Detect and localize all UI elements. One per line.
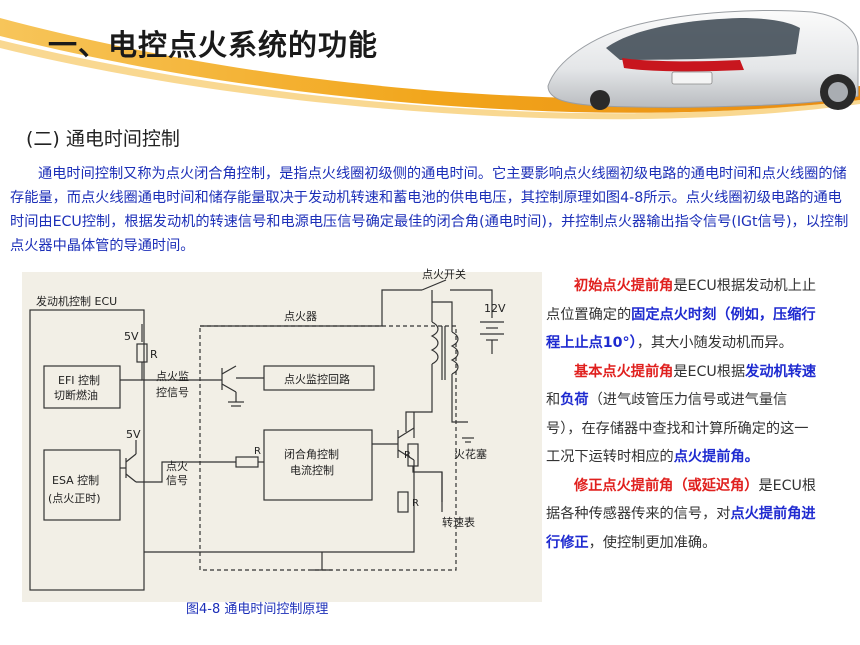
- ignition-signal-line2: 信号: [166, 474, 188, 487]
- switch-label: 点火开关: [422, 267, 466, 281]
- p2-and: 和: [546, 392, 560, 408]
- tachometer-label: 转速表: [442, 515, 475, 529]
- efi-line2: 切断燃油: [54, 388, 98, 402]
- r-label: R: [150, 348, 158, 361]
- dwell-line1: 闭合角控制: [284, 447, 339, 461]
- page-title: 一、电控点火系统的功能: [48, 22, 378, 64]
- section-subtitle: (二) 通电时间控制: [26, 124, 180, 151]
- esa-line1: ESA 控制: [52, 473, 99, 487]
- side-paragraph-3: 修正点火提前角（或延迟角）是ECU根据各种传感器传来的信号，对点火提前角进行修正…: [546, 472, 818, 558]
- header-decoration: [0, 0, 860, 130]
- v5-top-label: 5V: [124, 330, 139, 343]
- p3-tail: ，使控制更加准确。: [589, 535, 717, 551]
- monitor-signal-line1: 点火监: [156, 370, 189, 383]
- igniter-label: 点火器: [284, 310, 317, 323]
- battery-label: 12V: [484, 302, 506, 315]
- side-paragraph-1: 初始点火提前角是ECU根据发动机上止点位置确定的固定点火时刻（例如，压缩行程上止…: [546, 272, 818, 358]
- monitor-signal-line2: 控信号: [156, 385, 189, 399]
- advance-angle-term: 点火提前角。: [674, 449, 759, 465]
- ignition-signal-line1: 点火: [166, 460, 188, 473]
- diagram-caption: 图4-8 通电时间控制原理: [186, 598, 328, 617]
- p1-tail: ，其大小随发动机而异。: [637, 335, 793, 351]
- spark-plug-label: 火花塞: [454, 447, 487, 461]
- dwell-line2: 电流控制: [290, 463, 334, 477]
- p2-text: 是ECU根据: [673, 364, 745, 380]
- r-label-4: R: [254, 446, 261, 457]
- side-text: 初始点火提前角是ECU根据发动机上止点位置确定的固定点火时刻（例如，压缩行程上止…: [546, 272, 818, 557]
- load-term: 负荷: [560, 392, 588, 408]
- engine-speed-term: 发动机转速: [745, 364, 816, 380]
- ecu-label: 发动机控制 ECU: [36, 294, 117, 308]
- r-label-2: R: [404, 450, 411, 461]
- monitor-circuit-label: 点火监控回路: [284, 372, 350, 386]
- ignition-circuit-diagram: 发动机控制 ECU 点火器 点火开关 12V 5V 5V R EFI 控制 切断…: [22, 262, 542, 602]
- r-label-3: R: [412, 498, 419, 509]
- initial-advance-term: 初始点火提前角: [574, 278, 673, 294]
- side-paragraph-2: 基本点火提前角是ECU根据发动机转速和负荷（进气歧管压力信号或进气量信号），在存…: [546, 358, 818, 472]
- intro-paragraph: 通电时间控制又称为点火闭合角控制，是指点火线圈初级侧的通电时间。它主要影响点火线…: [10, 162, 852, 258]
- corrected-advance-term: 修正点火提前角（或延迟角）: [574, 478, 758, 494]
- car-image: [548, 11, 858, 111]
- v5-bottom-label: 5V: [126, 428, 141, 441]
- efi-line1: EFI 控制: [58, 373, 100, 387]
- basic-advance-term: 基本点火提前角: [574, 364, 673, 380]
- esa-line2: (点火正时): [48, 492, 101, 505]
